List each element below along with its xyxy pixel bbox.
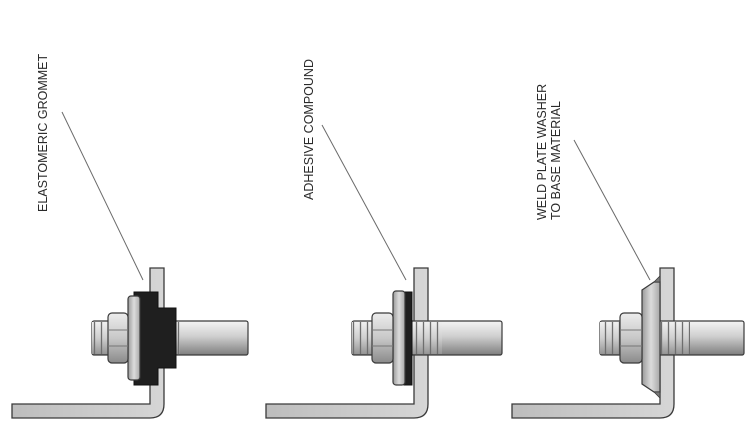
- weld-bead-bottom: [653, 391, 661, 399]
- panel-label-adhesive-line-1: ADHESIVE COMPOUND: [302, 59, 316, 200]
- angle-bracket-grommet: [11, 267, 165, 419]
- hex-nut-adhesive: [371, 312, 394, 364]
- panel-weld: WELD PLATE WASHER TO BASE MATERIAL: [511, 80, 745, 419]
- rod-threads-weld: [600, 322, 622, 354]
- panel-label-adhesive: ADHESIVE COMPOUND: [302, 59, 316, 200]
- angle-bracket-weld: [511, 267, 675, 419]
- panel-label-grommet: ELASTOMERIC GROMMET: [36, 54, 50, 212]
- panel-adhesive: ADHESIVE COMPOUND: [265, 59, 503, 419]
- leader-line-adhesive: [321, 124, 407, 281]
- panel-label-grommet-line-1: ELASTOMERIC GROMMET: [36, 54, 50, 212]
- panel-label-weld: WELD PLATE WASHER TO BASE MATERIAL: [535, 80, 563, 220]
- hex-nut-grommet: [107, 312, 129, 364]
- leader-line-weld: [573, 139, 651, 281]
- rod-threads-adhesive: [352, 322, 374, 354]
- leader-line-grommet: [61, 111, 144, 281]
- weld-plate-washer: [641, 281, 661, 393]
- panel-label-weld-line-1: WELD PLATE WASHER: [535, 84, 549, 220]
- panel-grommet: ELASTOMERIC GROMMET: [11, 54, 249, 419]
- angle-bracket-adhesive: [265, 267, 429, 419]
- washer-adhesive: [392, 290, 406, 386]
- panel-label-weld-line-2: TO BASE MATERIAL: [549, 101, 563, 220]
- washer-grommet: [127, 295, 141, 381]
- hex-nut-weld: [619, 312, 643, 364]
- elastomeric-grommet: [133, 291, 177, 386]
- weld-bead-top: [653, 275, 661, 283]
